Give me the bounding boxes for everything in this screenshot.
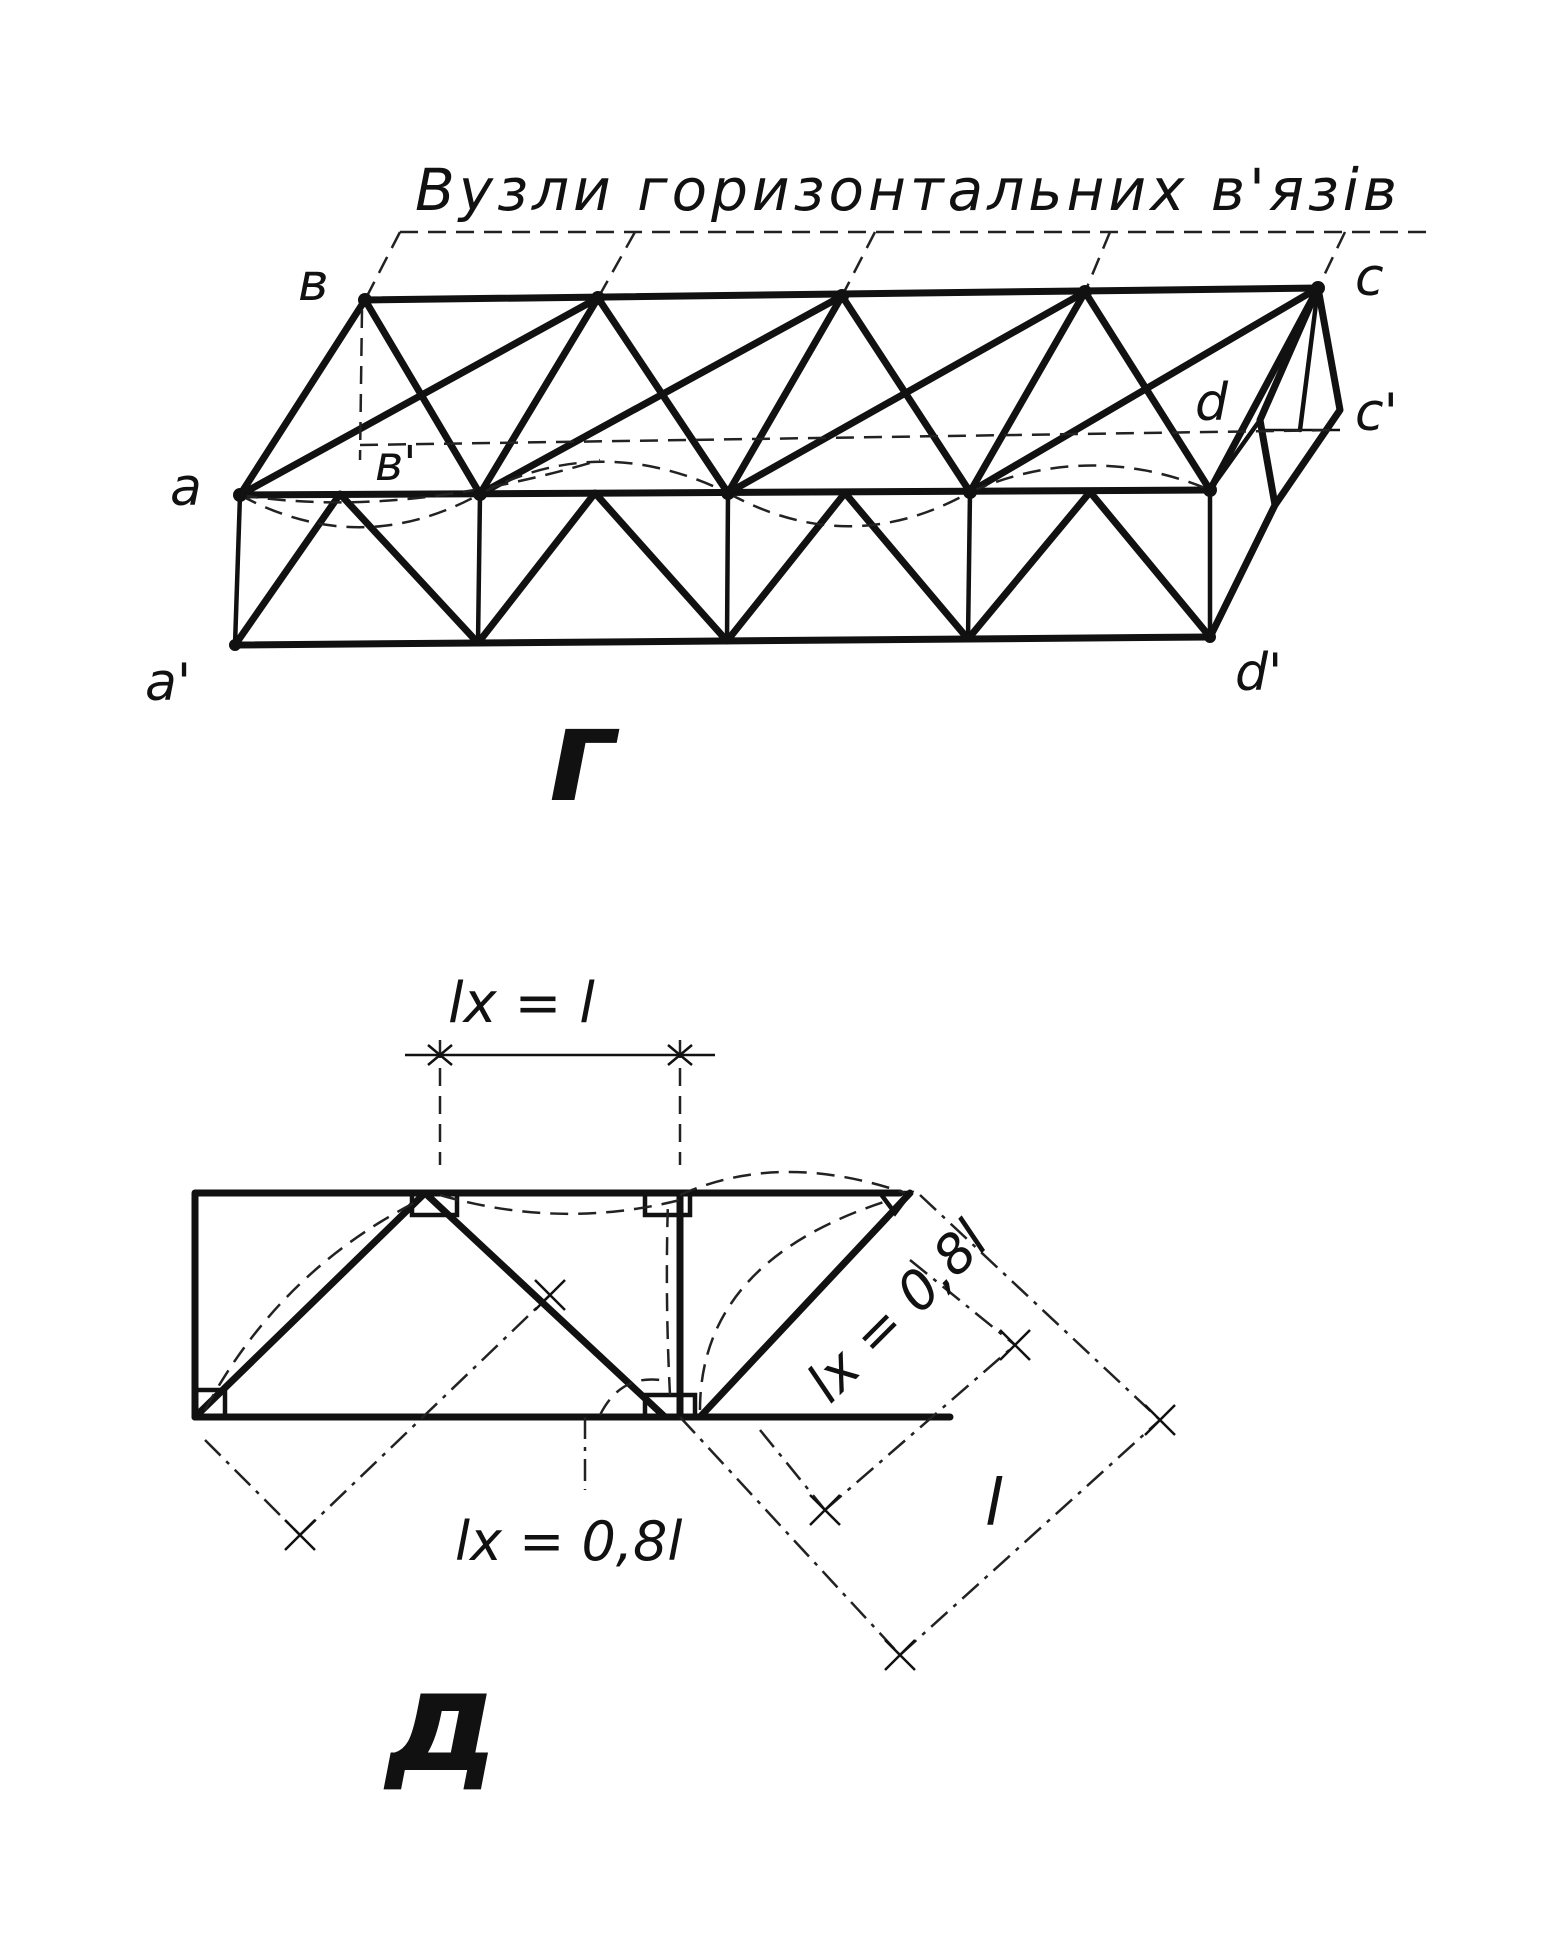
panel-label-d: д (383, 1641, 498, 1804)
truss-chords (191, 1189, 954, 1421)
front-web (231, 488, 1214, 649)
label-node-b-prime: в' (375, 436, 416, 492)
truss-nodes (229, 281, 1325, 651)
hidden-lines (239, 309, 1341, 529)
dim-bottom-label: lx = 0,8l (455, 1510, 682, 1573)
label-node-a: a (170, 458, 202, 518)
label-node-c: c (1355, 248, 1384, 308)
dimension-lines (204, 1194, 1161, 1656)
caption-horizontal-bracing-nodes: Вузли горизонтальних в'язів (415, 156, 1401, 224)
buckling-curves (203, 1170, 906, 1416)
front-verticals (232, 487, 1213, 648)
caption-projection-lines (363, 231, 1347, 301)
dim-diag-label: lx = 0,8l (795, 1209, 1000, 1414)
dim-l-label: l (985, 1467, 1003, 1541)
label-node-a-prime: a' (145, 653, 191, 713)
truss-web-left (191, 1189, 669, 1421)
label-node-d-prime: d' (1235, 643, 1282, 703)
dim-top-label: lx = l (448, 971, 595, 1036)
top-plane-web (236, 284, 1322, 499)
figure-g: Вузли горизонтальних в'язів (145, 156, 1435, 831)
truss-web-right (696, 1189, 914, 1421)
panel-label-g: г (548, 679, 620, 831)
dimension-ticks (284, 1279, 1176, 1671)
figure-d: lx = l (191, 971, 1176, 1804)
label-node-b: в (298, 253, 329, 313)
label-node-d: d (1195, 373, 1229, 433)
label-node-c-prime: c' (1355, 383, 1398, 443)
